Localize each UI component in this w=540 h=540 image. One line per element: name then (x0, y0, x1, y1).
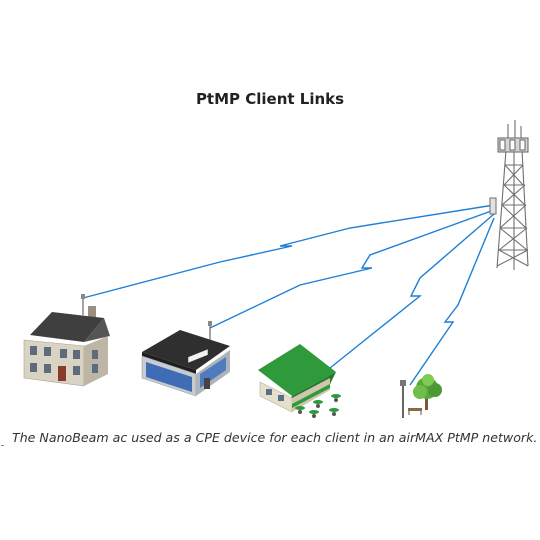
park-lamp-tree-icon (400, 374, 442, 418)
shop-icon (141, 321, 230, 397)
edge-mark (1, 445, 4, 446)
house-icon (23, 294, 110, 387)
diagram-title: PtMP Client Links (195, 90, 345, 108)
wireless-links (82, 204, 495, 386)
link-house (82, 204, 495, 299)
diagram-caption: The NanoBeam ac used as a CPE device for… (12, 430, 538, 445)
cafe-icon (258, 344, 341, 418)
cell-tower-icon (489, 120, 529, 270)
link-park (409, 217, 495, 386)
link-cafe (329, 213, 495, 369)
link-shop (209, 209, 495, 329)
